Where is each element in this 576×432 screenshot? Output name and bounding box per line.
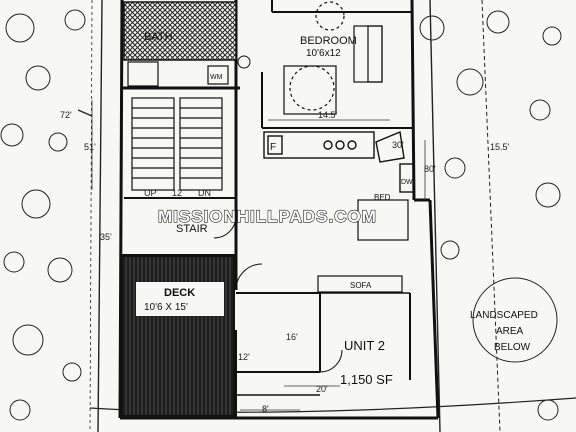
dim-35: 35' <box>100 232 112 242</box>
wm-unit <box>207 65 229 85</box>
dim-12: 12' <box>238 352 250 362</box>
deck-label-box <box>136 282 224 316</box>
unit-label: UNIT 2 <box>344 338 385 353</box>
dim-8: 8' <box>262 404 269 414</box>
dim-145: 14.5' <box>318 110 338 120</box>
sofa-label: SOFA <box>350 281 372 290</box>
unit-area-label: 1,150 SF <box>340 372 393 387</box>
landscaped-label-3: BELOW <box>494 342 531 353</box>
dim-80: 80' <box>424 164 436 174</box>
dim-dn: DN <box>198 188 211 198</box>
fridge-label: F <box>270 142 276 153</box>
dim-72: 72' <box>60 110 72 120</box>
right-trees <box>419 10 562 421</box>
left-trees <box>0 9 86 421</box>
watermark: MISSIONHILLPADS.COM <box>158 207 377 226</box>
dim-51: 51' <box>84 142 96 152</box>
bath-label: BATH <box>144 31 173 43</box>
building-walls <box>118 0 440 420</box>
dim-16: 16' <box>286 332 298 342</box>
dim-up: UP <box>144 188 157 198</box>
deck-floor <box>121 255 235 417</box>
kitchen-counter <box>263 131 415 193</box>
dim-30: 30' <box>392 140 404 150</box>
bathtub <box>127 61 159 87</box>
bath-tile-floor <box>123 1 237 61</box>
dim-20: 20' <box>316 384 328 394</box>
wm-label: WM <box>210 74 223 81</box>
bedroom-size-label: 10'6x12 <box>306 48 341 59</box>
landscaped-label-1: LANDSCAPED <box>470 310 538 321</box>
bedroom-label: BEDROOM <box>300 35 357 47</box>
bed-outline <box>357 199 409 241</box>
bed-label: BED <box>374 193 391 202</box>
right-setback-lines <box>429 0 501 432</box>
landscaped-label-2: AREA <box>496 326 524 337</box>
sofa-outline <box>317 275 403 293</box>
sink <box>237 55 251 69</box>
bedroom-furniture <box>283 1 383 115</box>
dw-label: DW <box>401 179 413 186</box>
deck-label: DECK <box>164 287 195 299</box>
dim-12b: 12 <box>172 188 182 198</box>
left-site-lines <box>77 0 103 432</box>
deck-size-label: 10'6 X 15' <box>144 302 188 313</box>
stair-treads <box>131 97 223 191</box>
stair-label: STAIR <box>176 223 208 235</box>
door-swings <box>213 215 343 373</box>
dimension-lines <box>91 100 426 411</box>
dim-155: 15.5' <box>490 142 510 152</box>
